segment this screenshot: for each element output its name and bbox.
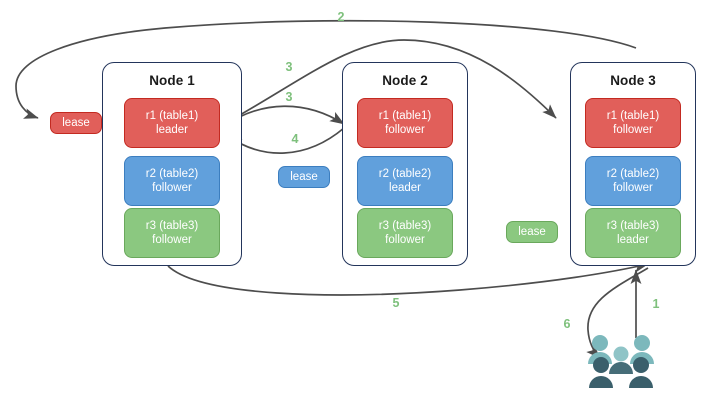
lease-badge-r2[interactable]: lease	[278, 166, 330, 188]
node-2-range-r3[interactable]: r3 (table3) follower	[357, 208, 453, 258]
node-3-range-r2[interactable]: r2 (table2) follower	[585, 156, 681, 206]
node-1-range-r1-line1: r1 (table1)	[145, 109, 199, 122]
node-3-range-r3-line2: leader	[617, 234, 649, 246]
edge-3-lower-path	[223, 105, 345, 127]
node-2-range-r2-line1: r2 (table2)	[378, 167, 432, 180]
edge-label-1: 1	[652, 297, 660, 311]
edge-label-5: 5	[392, 296, 400, 310]
node-3-range-r3-line1: r3 (table3)	[606, 219, 660, 232]
node-1-range-r2[interactable]: r2 (table2) follower	[124, 156, 220, 206]
node-3-title: Node 3	[610, 73, 656, 88]
edge-label-6: 6	[563, 317, 571, 331]
node-2-range-r1-line1: r1 (table1)	[378, 109, 432, 122]
node-1-title: Node 1	[149, 73, 195, 88]
node-3-range-r1-line2: follower	[613, 124, 653, 136]
lease-badge-r3[interactable]: lease	[506, 221, 558, 243]
edge-label-4: 4	[291, 132, 299, 146]
node-2-range-r3-line2: follower	[385, 234, 425, 246]
node-1-range-r1-line2: leader	[156, 124, 188, 136]
node-3-range-r3[interactable]: r3 (table3) leader	[585, 208, 681, 258]
node-2-range-r2-line2: leader	[389, 182, 421, 194]
node-3-range-r1[interactable]: r1 (table1) follower	[585, 98, 681, 148]
node-3-range-r1-line1: r1 (table1)	[606, 109, 660, 122]
edge-label-2: 2	[337, 10, 345, 24]
lease-badge-r1[interactable]: lease	[50, 112, 102, 134]
node-1-range-r2-line1: r2 (table2)	[145, 167, 199, 180]
node-1-range-r3[interactable]: r3 (table3) follower	[124, 208, 220, 258]
node-3-range-r2-line2: follower	[613, 182, 653, 194]
node-3-range-r2-line1: r2 (table2)	[606, 167, 660, 180]
node-2-range-r2[interactable]: r2 (table2) leader	[357, 156, 453, 206]
edge-5-path	[167, 261, 649, 296]
node-1-range-r3-line2: follower	[152, 234, 192, 246]
users-group-icon	[588, 335, 654, 388]
node-1-range-r3-line1: r3 (table3)	[145, 219, 199, 232]
node-1-range-r1[interactable]: r1 (table1) leader	[124, 98, 220, 148]
edge-label-3-lower: 3	[285, 90, 293, 104]
node-2-range-r1[interactable]: r1 (table1) follower	[357, 98, 453, 148]
node-2-range-r1-line2: follower	[385, 124, 425, 136]
edge-label-3-upper: 3	[285, 60, 293, 74]
node-2-range-r3-line1: r3 (table3)	[378, 219, 432, 232]
node-1-range-r2-line2: follower	[152, 182, 192, 194]
node-2-title: Node 2	[382, 73, 428, 88]
